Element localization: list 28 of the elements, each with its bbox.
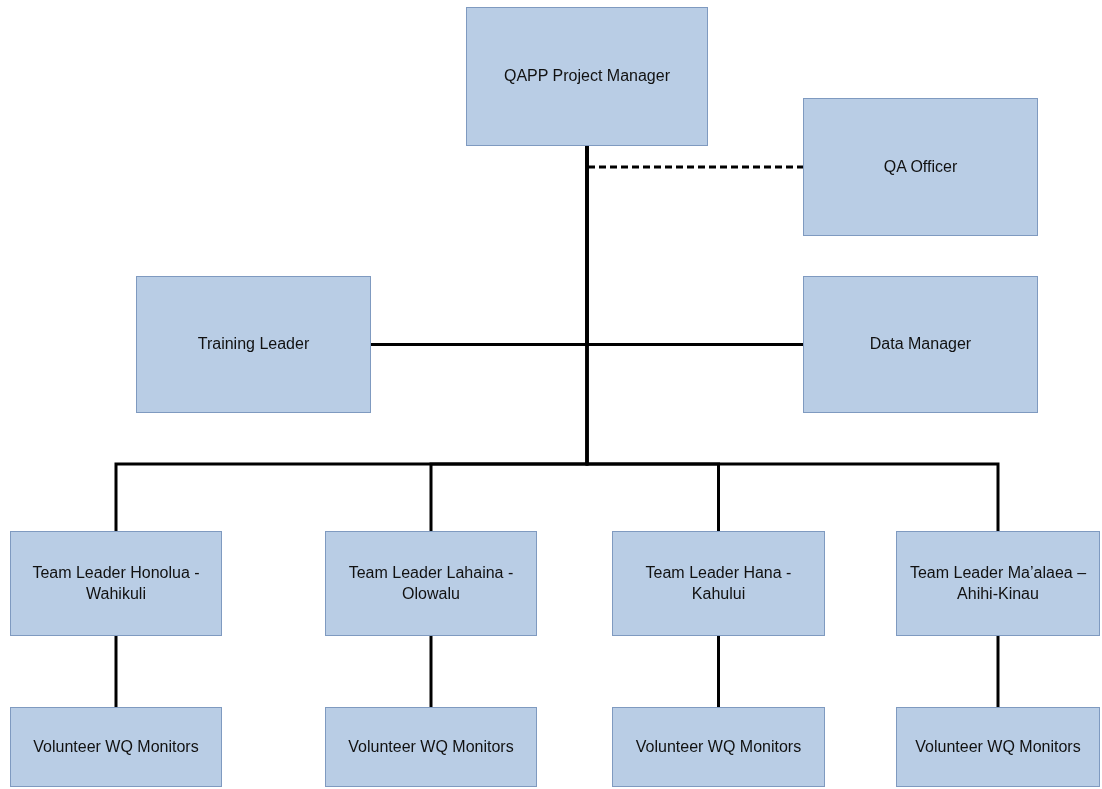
role-box [325,707,537,787]
connector-line [429,636,433,707]
role-label: Volunteer WQ Monitors [33,736,199,757]
role-label: QAPP Project Manager [504,66,670,87]
connector-line [996,636,1000,707]
role-label: Team Leader Lahaina - Olowalu [347,562,515,604]
role-label: Data Manager [869,334,972,355]
role-label: Volunteer WQ Monitors [348,736,514,757]
role-box [612,707,825,787]
role-box [896,531,1100,636]
connector-line [717,636,720,707]
role-label: QA Officer [883,156,958,177]
role-box [612,531,825,636]
role-box [325,531,537,636]
role-label: Training Leader [197,334,310,355]
role-box [803,98,1038,236]
role-box [803,276,1038,413]
role-label: Volunteer WQ Monitors [635,736,802,757]
role-label: Team Leader Hana - Kahului [644,562,793,604]
role-label: Volunteer WQ Monitors [915,736,1081,757]
role-label: Team Leader Ma’alaea – Ahihi-Kinau [908,562,1088,604]
role-box [10,531,222,636]
role-box [10,707,222,787]
role-label: Team Leader Honolua - Wahikuli [31,562,201,604]
connector-line [114,636,118,707]
role-box [896,707,1100,787]
role-box [466,7,708,146]
role-box [136,276,371,413]
